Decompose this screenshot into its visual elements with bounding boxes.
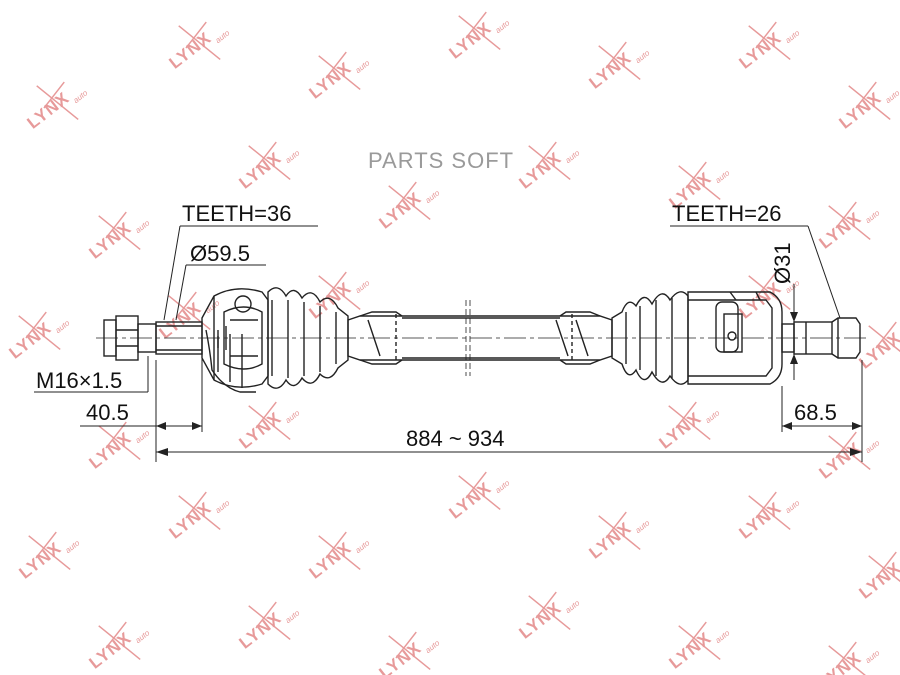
svg-text:auto: auto	[214, 498, 232, 515]
svg-text:auto: auto	[134, 218, 152, 235]
svg-text:auto: auto	[54, 318, 72, 335]
svg-text:auto: auto	[784, 28, 802, 45]
diameter-left-label: Ø59.5	[190, 241, 250, 266]
svg-text:auto: auto	[714, 168, 732, 185]
svg-text:auto: auto	[864, 438, 882, 455]
svg-text:auto: auto	[864, 648, 882, 665]
svg-text:auto: auto	[884, 88, 900, 105]
svg-text:auto: auto	[494, 18, 512, 35]
svg-text:auto: auto	[204, 298, 222, 315]
svg-text:auto: auto	[354, 58, 372, 75]
arrowheads	[156, 312, 862, 456]
svg-text:auto: auto	[354, 278, 372, 295]
brand-text: PARTS SOFT	[368, 148, 514, 173]
svg-text:auto: auto	[214, 28, 232, 45]
diameter-right-label: Ø31	[770, 242, 795, 284]
drive-shaft	[96, 287, 868, 393]
teeth-left-label: TEETH=36	[182, 201, 291, 226]
length-right-label: 68.5	[794, 400, 837, 425]
left-boot	[205, 287, 349, 393]
svg-text:auto: auto	[634, 518, 652, 535]
dimension-lines	[34, 225, 863, 462]
svg-text:auto: auto	[134, 428, 152, 445]
length-total-label: 884 ~ 934	[406, 426, 504, 451]
thread-label: M16×1.5	[36, 368, 122, 393]
svg-text:auto: auto	[704, 408, 722, 425]
length-left-label: 40.5	[86, 400, 129, 425]
svg-text:auto: auto	[564, 148, 582, 165]
svg-text:auto: auto	[424, 638, 442, 655]
svg-text:auto: auto	[494, 478, 512, 495]
svg-text:auto: auto	[634, 48, 652, 65]
right-stub	[781, 317, 861, 359]
svg-text:auto: auto	[354, 538, 372, 555]
svg-text:auto: auto	[784, 498, 802, 515]
svg-text:LYNX: LYNX	[376, 638, 425, 675]
svg-text:auto: auto	[72, 88, 90, 105]
teeth-right-label: TEETH=26	[672, 201, 781, 226]
svg-text:auto: auto	[284, 408, 302, 425]
svg-text:auto: auto	[134, 628, 152, 645]
svg-text:auto: auto	[864, 208, 882, 225]
svg-text:auto: auto	[284, 148, 302, 165]
shaft	[347, 300, 613, 376]
svg-text:auto: auto	[564, 598, 582, 615]
svg-text:auto: auto	[64, 538, 82, 555]
svg-text:auto: auto	[424, 188, 442, 205]
svg-text:auto: auto	[284, 608, 302, 625]
svg-text:auto: auto	[714, 628, 732, 645]
svg-text:LYNX: LYNX	[856, 558, 900, 602]
right-cv-joint	[687, 291, 783, 385]
